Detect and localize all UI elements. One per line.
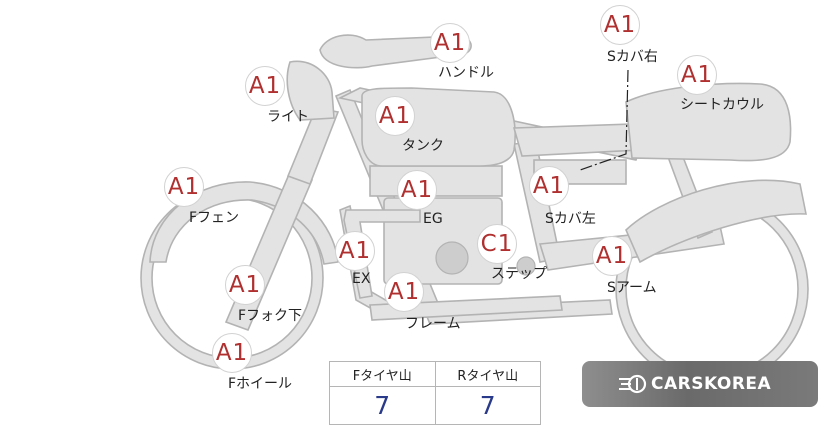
label-engine: EG — [423, 211, 443, 227]
label-seat-cowl: シートカウル — [680, 97, 764, 113]
marker-exhaust: A1 — [335, 231, 375, 271]
label-step: ステップ — [491, 266, 547, 282]
label-tank: タンク — [402, 138, 444, 154]
marker-front-fender: A1 — [164, 167, 204, 207]
marker-front-fork-lower: A1 — [225, 265, 265, 305]
marker-frame: A1 — [384, 272, 424, 312]
rear-tire-value: 7 — [434, 386, 541, 425]
carskorea-logo-icon — [619, 374, 647, 394]
label-side-cover-right: Sカバ右 — [607, 49, 658, 65]
marker-step: C1 — [477, 224, 517, 264]
label-front-fender: Fフェン — [189, 210, 240, 226]
label-swing-arm: Sアーム — [607, 280, 657, 296]
marker-engine: A1 — [397, 170, 437, 210]
carskorea-logo: CARSKOREA — [582, 361, 818, 407]
front-tire-header: Fタイヤ山 — [329, 361, 436, 387]
marker-light: A1 — [245, 66, 285, 106]
seat — [512, 123, 641, 157]
rear-tire-header: Rタイヤ山 — [434, 361, 541, 387]
label-side-cover-left: Sカバ左 — [545, 211, 596, 227]
marker-seat-cowl: A1 — [677, 55, 717, 95]
label-exhaust: EX — [352, 271, 371, 287]
logo-text: CARSKOREA — [651, 374, 772, 394]
marker-swing-arm: A1 — [592, 236, 632, 276]
rear-fender — [625, 179, 807, 264]
label-front-wheel: Fホイール — [228, 376, 293, 392]
exhaust-pipe — [343, 209, 421, 299]
headlight — [286, 60, 335, 121]
label-front-fork-lower: Fフォク下 — [238, 308, 303, 324]
tire-tread-table: Fタイヤ山 Rタイヤ山 7 7 — [329, 361, 541, 425]
marker-tank: A1 — [375, 96, 415, 136]
label-light: ライト — [267, 109, 309, 125]
marker-handle: A1 — [430, 23, 470, 63]
marker-side-cover-left: A1 — [529, 166, 569, 206]
front-tire-value: 7 — [329, 386, 436, 425]
label-frame: フレーム — [405, 316, 461, 332]
marker-front-wheel: A1 — [212, 333, 252, 373]
leader-line — [579, 69, 629, 171]
frame-lower — [369, 295, 563, 321]
label-handle: ハンドル — [438, 65, 494, 81]
marker-side-cover-right: A1 — [600, 5, 640, 45]
